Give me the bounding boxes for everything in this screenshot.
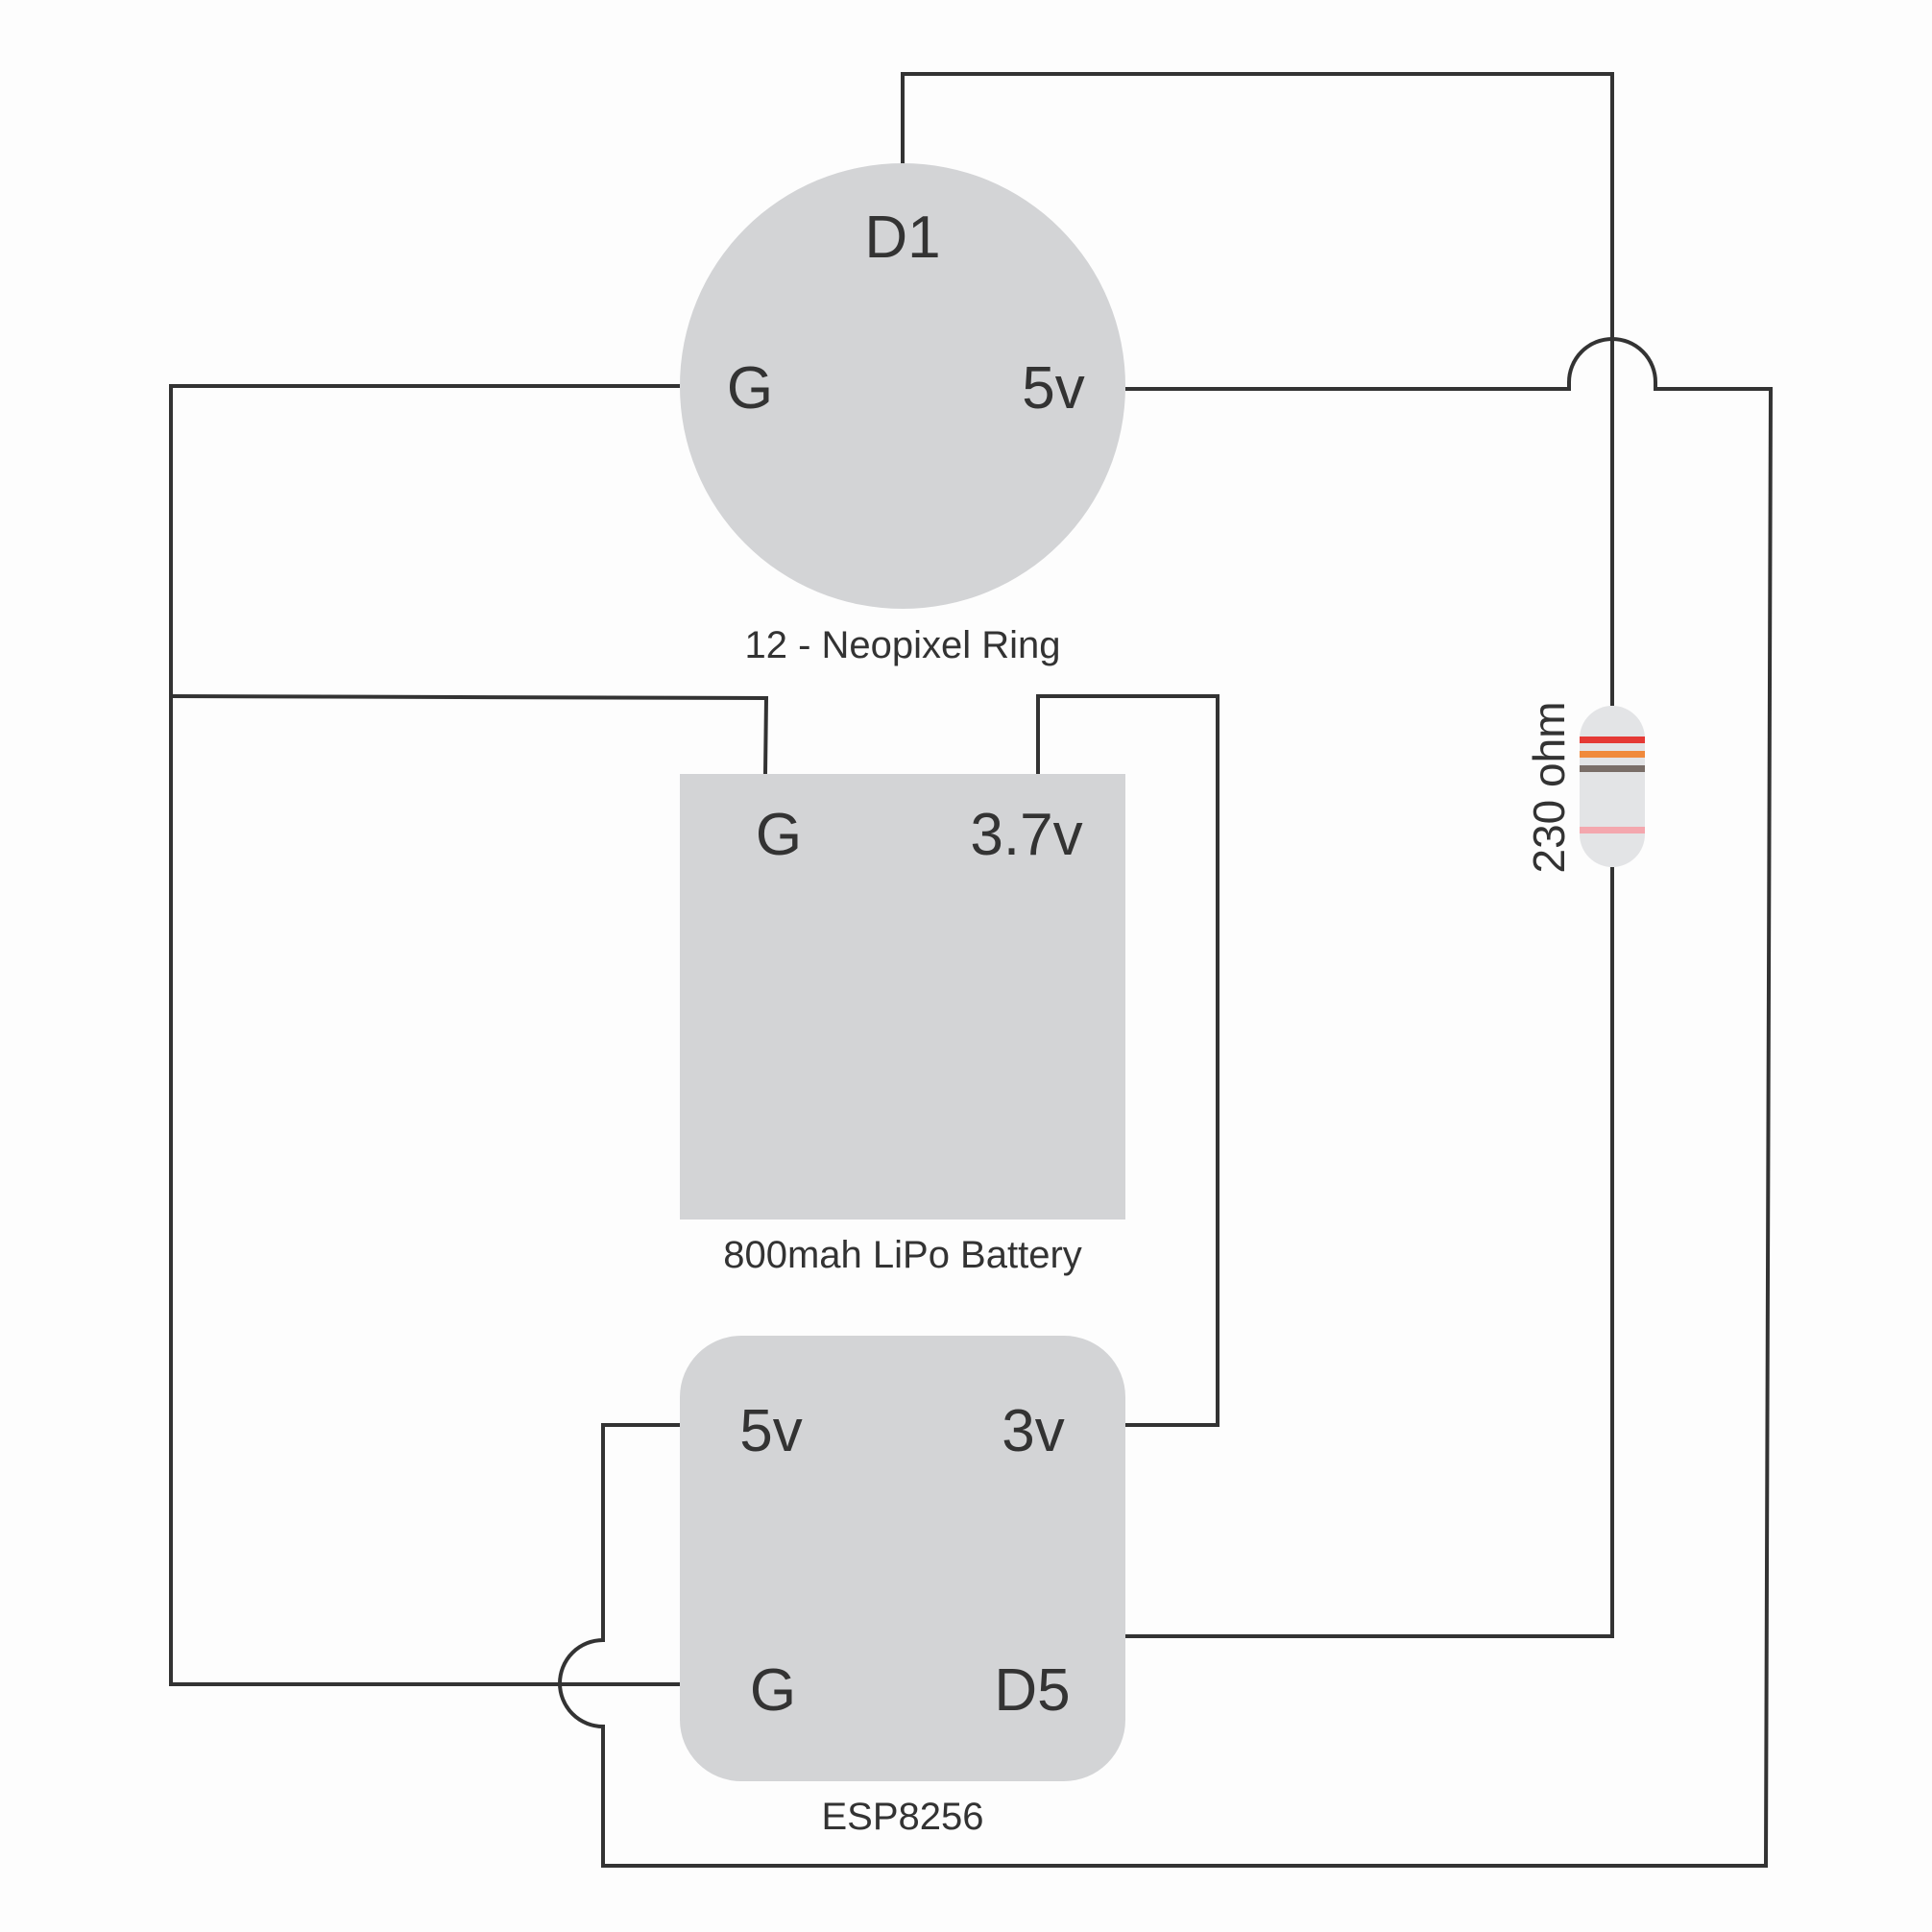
esp-body <box>680 1336 1125 1781</box>
resistor-band-1 <box>1580 737 1645 743</box>
resistor <box>1580 706 1645 867</box>
wire-ground-bus <box>169 384 680 1686</box>
resistor-band-2 <box>1580 751 1645 758</box>
esp-pin-5v-label: 5v <box>739 1398 802 1464</box>
esp-board: 5v 3v G D5 <box>680 1336 1125 1781</box>
resistor-body <box>1580 706 1645 867</box>
esp-label: ESP8256 <box>821 1796 983 1838</box>
wire-ring-5v-to-esp-5v <box>558 337 1774 1868</box>
ring-pin-d1-label: D1 <box>864 205 940 271</box>
neopixel-ring: D1 G 5v <box>680 163 1125 609</box>
esp-pin-d5-label: D5 <box>994 1657 1070 1724</box>
esp-pin-3v-label: 3v <box>1002 1398 1064 1464</box>
wire-ground-to-battery <box>170 694 769 775</box>
wire-battery-to-esp-3v <box>1036 694 1220 1427</box>
lipo-battery: G 3.7v <box>680 774 1125 1220</box>
neopixel-ring-body <box>680 163 1125 609</box>
resistor-band-4 <box>1580 827 1645 833</box>
ring-pin-g-label: G <box>727 355 773 422</box>
esp-pin-g-label: G <box>750 1657 796 1724</box>
battery-pin-3v7-label: 3.7v <box>970 802 1082 868</box>
battery-label: 800mah LiPo Battery <box>723 1234 1082 1276</box>
resistor-label: 230 ohm <box>1524 701 1574 873</box>
battery-body <box>680 774 1125 1220</box>
wire-d1-to-resistor <box>901 72 1614 706</box>
ring-pin-5v-label: 5v <box>1022 355 1084 422</box>
battery-pin-g-label: G <box>756 802 802 868</box>
wire-resistor-to-d5 <box>1125 867 1614 1638</box>
resistor-band-3 <box>1580 765 1645 772</box>
neopixel-ring-label: 12 - Neopixel Ring <box>744 624 1060 666</box>
